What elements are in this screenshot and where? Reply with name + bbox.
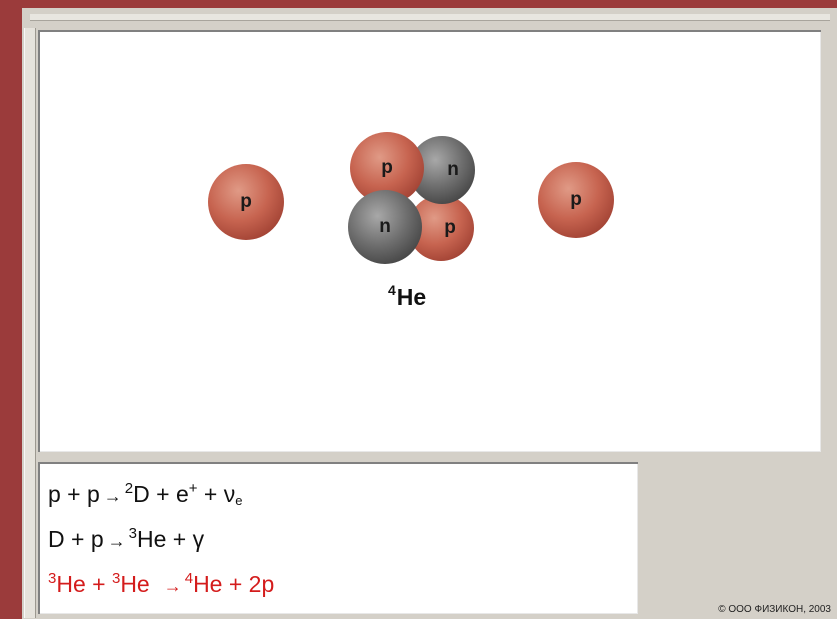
- proton-right: p: [538, 162, 614, 238]
- eq1-deuterium-mass: 2: [124, 480, 134, 497]
- top-bevel: [30, 14, 830, 21]
- proton-left: p: [208, 164, 284, 240]
- helium-4-label: 4He: [388, 282, 426, 311]
- proton-label: p: [444, 217, 456, 238]
- mass-number: 4: [388, 282, 396, 298]
- eq3-products: He + 2p: [193, 571, 275, 597]
- eq3-helium-mass-1: 3: [48, 570, 57, 587]
- eq3-reactant-2: He: [120, 571, 150, 597]
- equation-1: p + p→2D + e+ + νe: [48, 480, 242, 508]
- arrow-icon: →: [103, 486, 122, 506]
- left-bevel: [24, 28, 36, 618]
- eq2-helium-mass: 3: [128, 525, 137, 542]
- eq1-positron-charge: +: [188, 480, 198, 497]
- animation-panel: p p n p n p: [38, 30, 821, 452]
- eq3-helium-mass-3: 4: [184, 570, 194, 587]
- eq3-reactant-1: He +: [56, 571, 112, 597]
- arrow-icon: →: [163, 576, 182, 596]
- eq1-products: D + e: [133, 481, 189, 507]
- eq1-neutrino: + ν: [197, 481, 236, 507]
- eq2-reactants: D + p: [48, 526, 104, 552]
- eq2-products: He + γ: [136, 526, 205, 552]
- arrow-icon: →: [107, 531, 126, 551]
- nucleus-neutron-front: n: [348, 190, 422, 264]
- copyright-notice: © ООО ФИЗИКОН, 2003: [718, 604, 831, 615]
- neutron-label: n: [447, 159, 459, 180]
- eq1-reactants: p + p: [48, 481, 100, 507]
- equation-3: 3He + 3He→4He + 2p: [48, 570, 274, 598]
- element-symbol: He: [396, 284, 427, 310]
- equation-2: D + p→3He + γ: [48, 525, 204, 553]
- eq1-neutrino-subscript: e: [235, 493, 243, 508]
- proton-label: p: [381, 157, 393, 178]
- equations-panel: p + p→2D + e+ + νe D + p→3He + γ 3He + 3…: [38, 462, 638, 614]
- proton-label: p: [240, 191, 252, 212]
- eq3-helium-mass-2: 3: [111, 570, 121, 587]
- neutron-label: n: [379, 216, 391, 237]
- proton-label: p: [570, 189, 582, 210]
